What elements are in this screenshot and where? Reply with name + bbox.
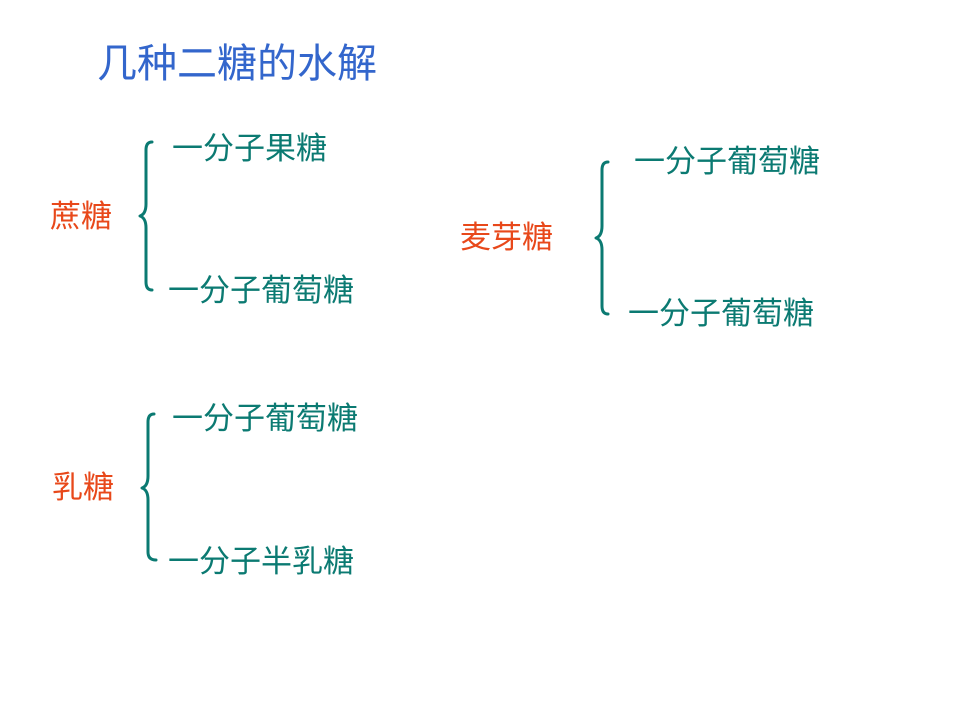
product-bottom: 一分子半乳糖 [168, 544, 354, 580]
slide-title: 几种二糖的水解 [97, 41, 377, 87]
product-top: 一分子葡萄糖 [634, 144, 820, 180]
brace-icon [594, 160, 610, 316]
product-bottom: 一分子葡萄糖 [168, 273, 354, 309]
disaccharide-label: 麦芽糖 [460, 220, 553, 256]
brace-icon [138, 140, 154, 292]
product-bottom: 一分子葡萄糖 [628, 296, 814, 332]
product-top: 一分子葡萄糖 [172, 401, 358, 437]
product-top: 一分子果糖 [172, 131, 327, 167]
disaccharide-label: 蔗糖 [50, 199, 112, 235]
disaccharide-label: 乳糖 [52, 470, 114, 506]
brace-icon [140, 412, 158, 562]
